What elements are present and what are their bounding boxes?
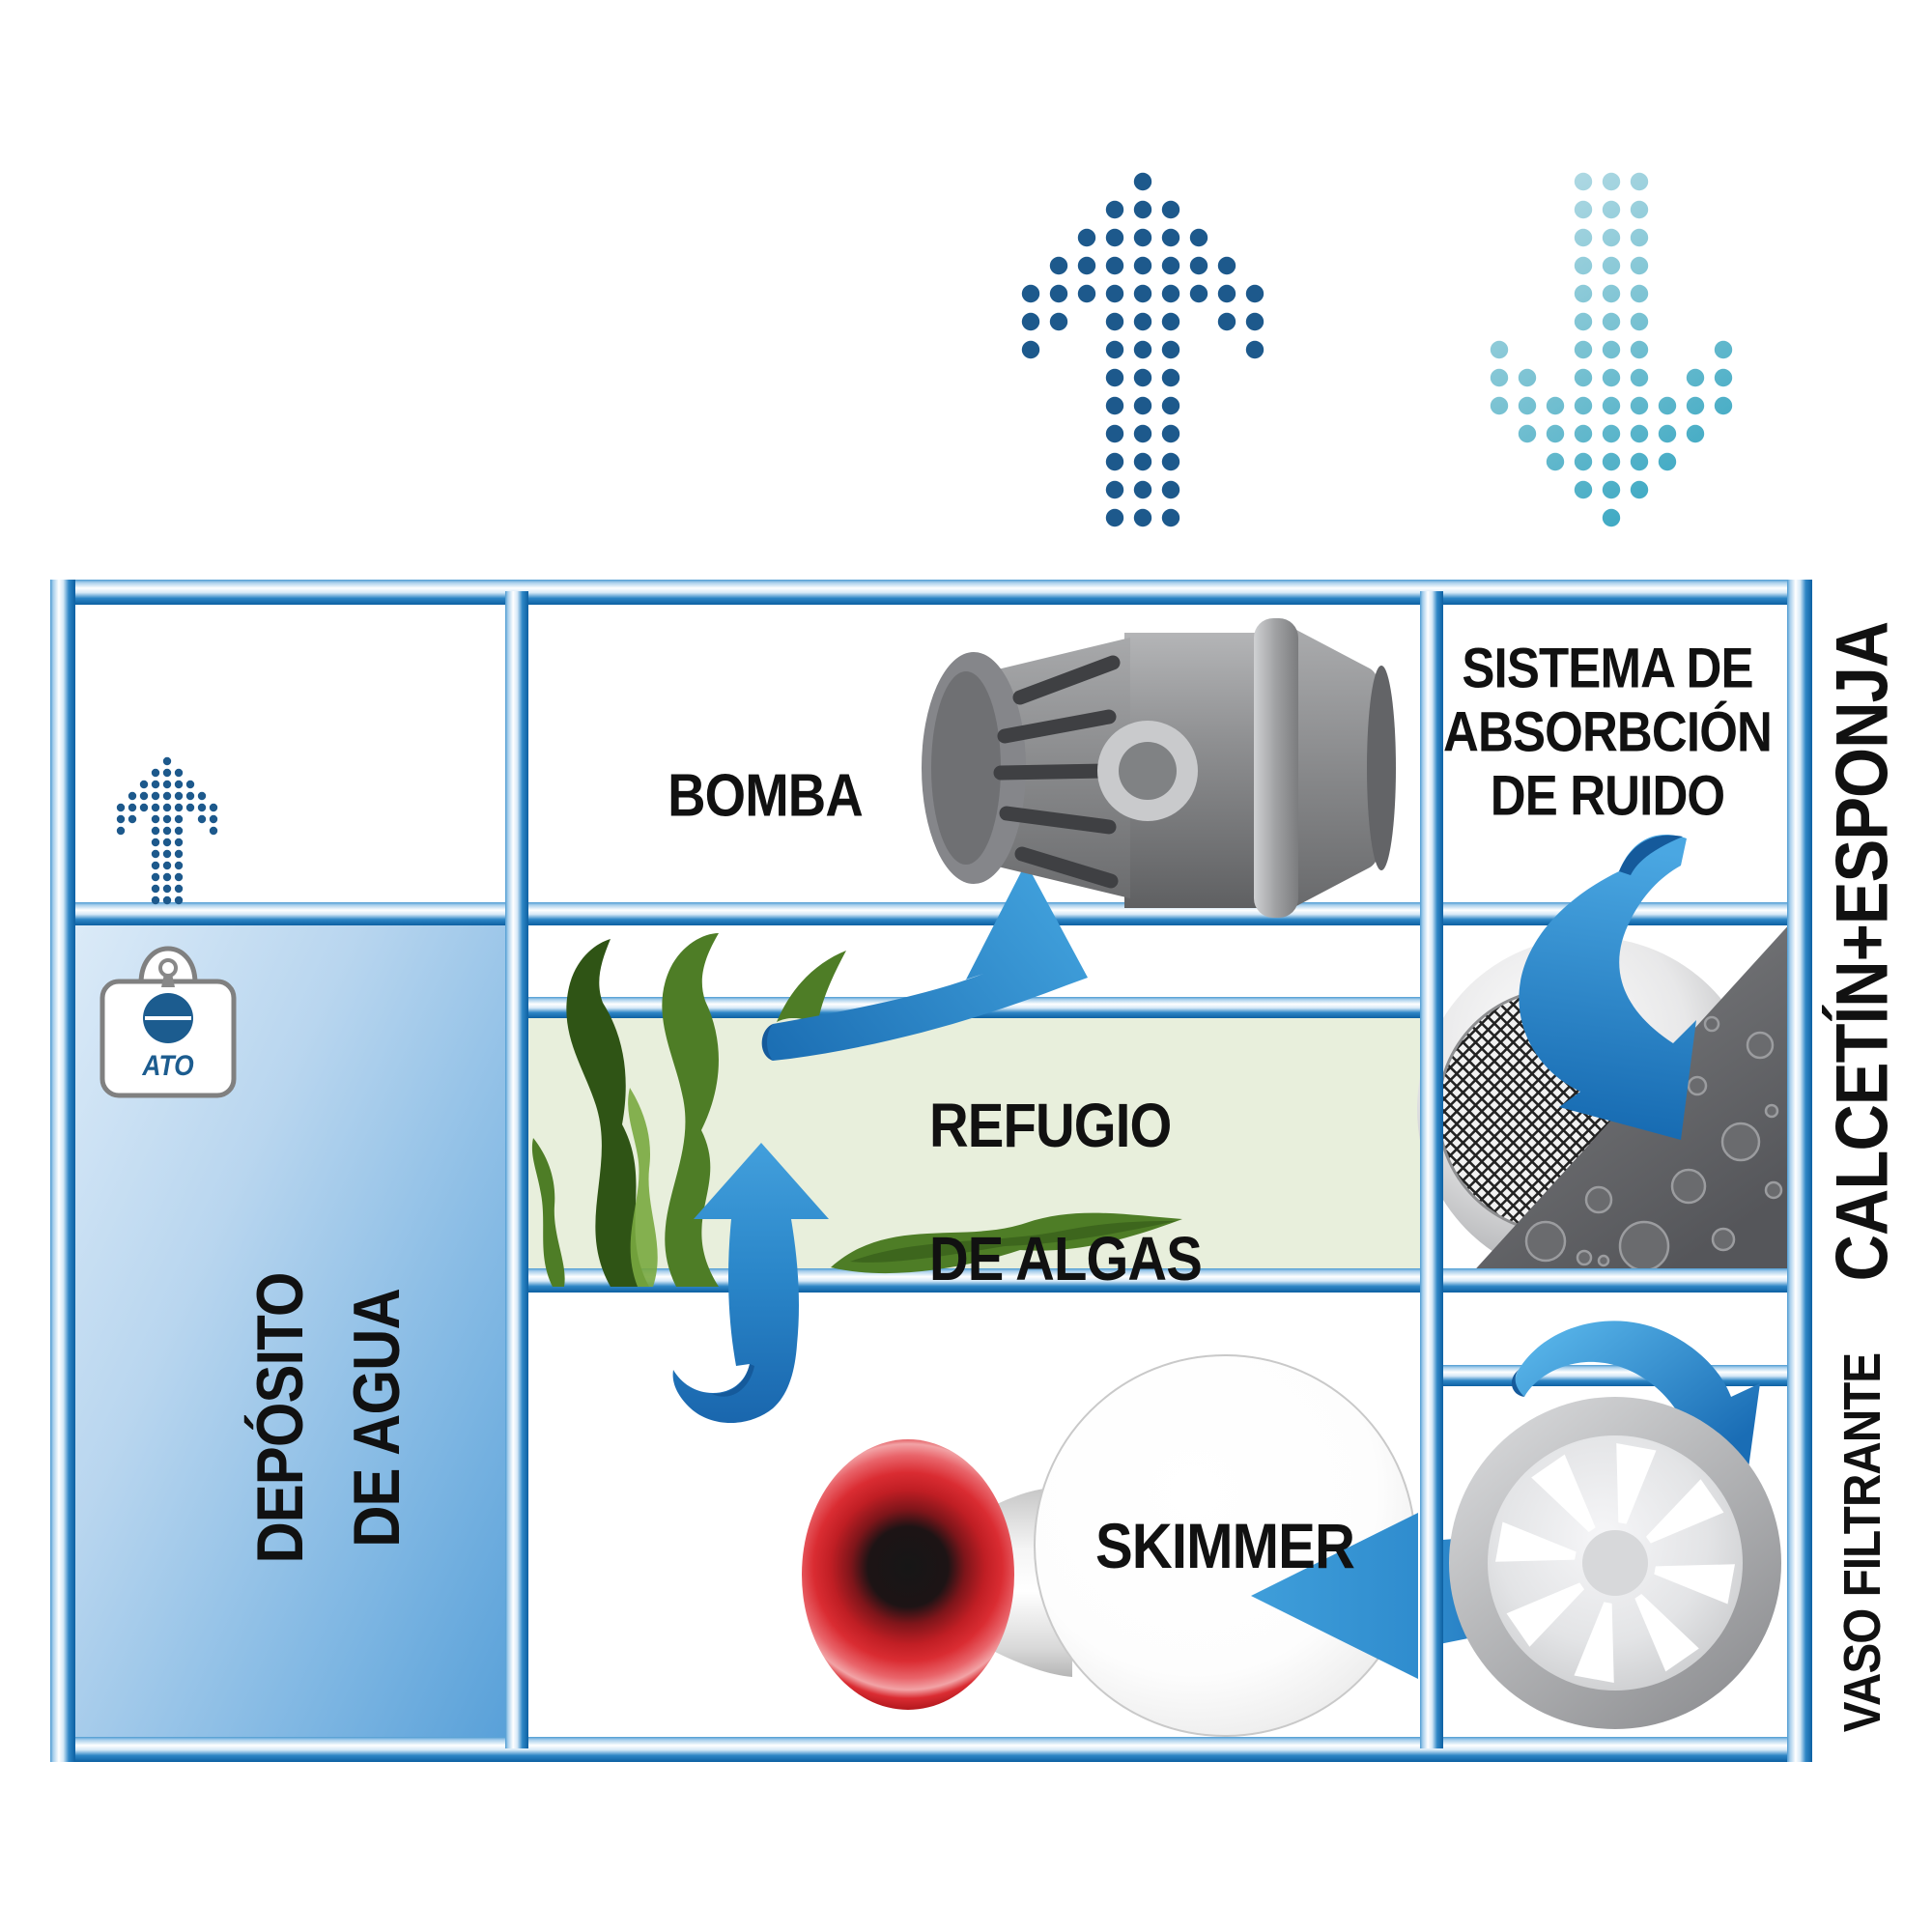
reservoir-divider-pipe <box>505 591 528 1748</box>
water-reservoir-label-line1: DEPÓSITO <box>243 1272 318 1564</box>
noise-system-label-line3: DE RUIDO <box>1490 764 1725 828</box>
flow-arrow-icon <box>672 1143 829 1423</box>
skimmer-icon <box>802 1354 1416 1737</box>
water-reservoir-label-line2: DE AGUA <box>340 1289 413 1548</box>
water-reservoir-label: DEPÓSITO DE AGUA <box>233 1272 426 1563</box>
dotted-arrow-up-small-icon <box>116 756 218 905</box>
tank-shelf-pipe <box>50 902 1812 925</box>
sock-sponge-label: CALCETÍN+ESPONJA <box>1821 621 1904 1282</box>
noise-system-label-line1: SISTEMA DE <box>1462 637 1753 700</box>
right-column-divider-pipe <box>1420 591 1443 1748</box>
pump-label: BOMBA <box>668 762 864 830</box>
tank-right-pipe <box>1787 580 1812 1762</box>
flow-arrow-icon <box>1251 1513 1418 1679</box>
ato-tag-icon <box>99 946 237 1098</box>
skimmer-label: SKIMMER <box>1094 1510 1355 1581</box>
flow-arrow-icon <box>1519 834 1696 1140</box>
pump-icon <box>922 618 1396 918</box>
refuge-label-line2: DE ALGAS <box>929 1224 1203 1293</box>
dotted-arrow-down-icon <box>1490 172 1733 527</box>
tank-bottom-pipe <box>50 1737 1812 1762</box>
filter-cup-label: VASO FILTRANTE <box>1833 1352 1891 1733</box>
ato-label: ATO <box>142 1050 194 1082</box>
skimmer-collection-cup-icon <box>802 1439 1014 1710</box>
algae-icon <box>531 933 1182 1287</box>
flow-arrow-icon <box>761 863 1088 1061</box>
tank-top-pipe <box>50 580 1812 605</box>
refuge-label-line1: REFUGIO <box>929 1091 1172 1160</box>
noise-system-label-line2: ABSORBCIÓN <box>1443 700 1773 764</box>
tank-left-pipe <box>50 580 75 1762</box>
dotted-arrow-up-icon <box>1021 172 1264 527</box>
filter-cup-fan-icon <box>1495 1443 1735 1683</box>
filter-cup-icon <box>1449 1397 1781 1729</box>
